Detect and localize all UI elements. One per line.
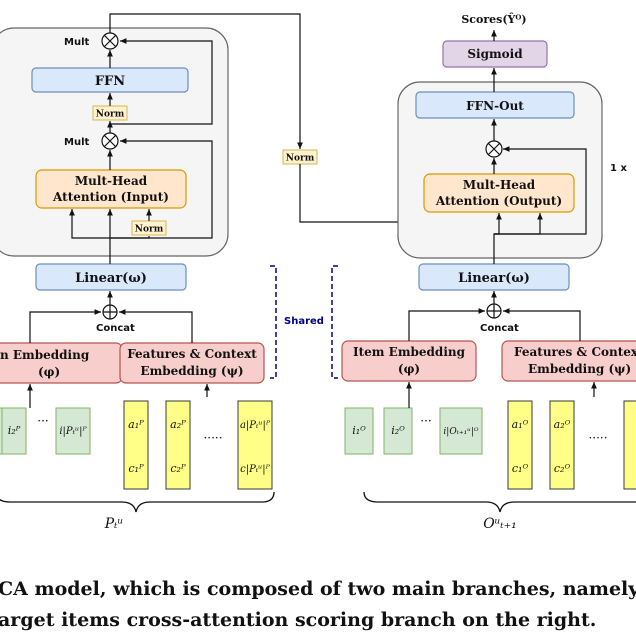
norm-top-label: Norm bbox=[96, 110, 125, 120]
right-transformer-panel bbox=[397, 81, 603, 259]
left-feature-cell bbox=[237, 400, 273, 490]
left-features-ellipsis: ····· bbox=[203, 431, 222, 445]
right-item-cell bbox=[439, 407, 483, 455]
shared-label: Shared bbox=[284, 316, 324, 327]
right-feature-cell bbox=[549, 400, 575, 490]
mult-top-label: Mult bbox=[64, 37, 89, 48]
right-feature-c: c₂ᴼ bbox=[554, 462, 571, 475]
mha-output-label-2: Attention (Output) bbox=[435, 194, 562, 208]
concat-right-plus-icon bbox=[487, 304, 501, 318]
ffn-out-box bbox=[415, 91, 575, 119]
item-embedding-right-label-2: (φ) bbox=[398, 362, 420, 376]
right-features-ellipsis: ····· bbox=[588, 431, 607, 445]
right-brace-label: Oᵘₜ₊₁ bbox=[483, 516, 517, 532]
left-feature-a: a|Pₜᵘ|ᴾ bbox=[240, 420, 271, 431]
feature-embedding-left-label-1: Features & Context bbox=[127, 347, 257, 361]
right-item-cell-label: i|Oₜ₊₁ᵘ|ᴼ bbox=[443, 427, 478, 437]
right-item-cell bbox=[383, 407, 413, 455]
left-feature-a: a₂ᴾ bbox=[170, 418, 186, 431]
left-brace-label: Pₜᵘ bbox=[104, 516, 123, 532]
left-branch-arrows bbox=[27, 38, 213, 408]
right-feature-cell bbox=[623, 400, 636, 490]
item-embedding-right-label-1: Item Embedding bbox=[353, 345, 466, 359]
left-feature-c: c₂ᴾ bbox=[170, 462, 186, 475]
mha-output-box bbox=[423, 173, 575, 213]
shared-bracket-left bbox=[270, 265, 277, 379]
mha-input-label-2: Attention (Input) bbox=[52, 190, 169, 204]
item-embedding-left-label-2: (φ) bbox=[38, 365, 60, 379]
right-feature-cell bbox=[507, 400, 533, 490]
linear-left-box bbox=[35, 263, 187, 291]
feature-embedding-right-box bbox=[501, 340, 636, 382]
caption-line-1: CA model, which is composed of two main … bbox=[0, 578, 636, 600]
mha-output-label-1: Mult-Head bbox=[463, 178, 536, 192]
left-feature-c: c₁ᴾ bbox=[128, 462, 144, 475]
left-feature-cell bbox=[123, 400, 149, 490]
caption-line-2: arget items cross-attention scoring bran… bbox=[0, 609, 597, 631]
right-item-cell-label: i₂ᴼ bbox=[391, 424, 405, 437]
right-brace bbox=[363, 491, 636, 513]
left-brace bbox=[0, 491, 275, 513]
mha-input-label-1: Mult-Head bbox=[75, 174, 148, 188]
left-feature-cell bbox=[165, 400, 191, 490]
feature-embedding-left-label-2: Embedding (ψ) bbox=[140, 364, 243, 378]
right-item-cell-label: i₁ᴼ bbox=[352, 424, 366, 437]
shared-bracket-right bbox=[331, 265, 338, 379]
concat-left-plus-icon bbox=[103, 305, 117, 319]
left-feature-a: a₁ᴾ bbox=[128, 418, 144, 431]
item-embedding-left-label-1: n Embedding bbox=[0, 348, 90, 362]
mult-right-x-icon bbox=[488, 143, 500, 155]
mha-input-box bbox=[35, 169, 187, 209]
concat-left-label: Concat bbox=[96, 323, 135, 334]
right-feature-a: a₁ᴼ bbox=[512, 418, 529, 431]
feature-embedding-right-label-1: Features & Context bbox=[514, 345, 636, 359]
linear-right-label: Linear(ω) bbox=[458, 271, 530, 286]
mult-mid-x-icon bbox=[104, 135, 116, 147]
right-item-cell bbox=[344, 407, 374, 455]
sigmoid-label: Sigmoid bbox=[467, 47, 523, 61]
norm-low-label: Norm bbox=[135, 225, 164, 235]
left-item-cell-label: i₂ᴾ bbox=[8, 424, 21, 437]
norm-bridge-label: Norm bbox=[286, 154, 315, 164]
feature-embedding-right-label-2: Embedding (ψ) bbox=[528, 362, 631, 376]
mult-mid-label: Mult bbox=[64, 137, 89, 148]
concat-right-label: Concat bbox=[480, 323, 519, 334]
left-item-cell bbox=[1, 407, 27, 455]
sigmoid-box bbox=[442, 40, 548, 68]
right-feature-c: c₁ᴼ bbox=[512, 462, 529, 475]
left-items-ellipsis: ··· bbox=[37, 414, 48, 428]
right-feature-a: a₂ᴼ bbox=[554, 418, 571, 431]
repeat-label: 1 x bbox=[610, 163, 627, 174]
left-item-cell bbox=[55, 407, 91, 455]
right-branch-arrows bbox=[406, 29, 597, 408]
ffn-label: FFN bbox=[95, 74, 125, 89]
linear-left-label: Linear(ω) bbox=[75, 271, 147, 286]
mult-top-x-icon bbox=[104, 35, 116, 47]
left-feature-c: c|Pₜᵘ|ᴾ bbox=[240, 464, 271, 475]
figure-caption: CA model, which is composed of two main … bbox=[0, 574, 636, 636]
left-item-cell-label: i|Pₜᵘ|ᴾ bbox=[59, 426, 87, 437]
scores-label: Scores(Ŷᴼ) bbox=[461, 12, 526, 26]
ffn-out-label: FFN-Out bbox=[466, 99, 524, 113]
right-items-ellipsis: ··· bbox=[420, 414, 431, 428]
